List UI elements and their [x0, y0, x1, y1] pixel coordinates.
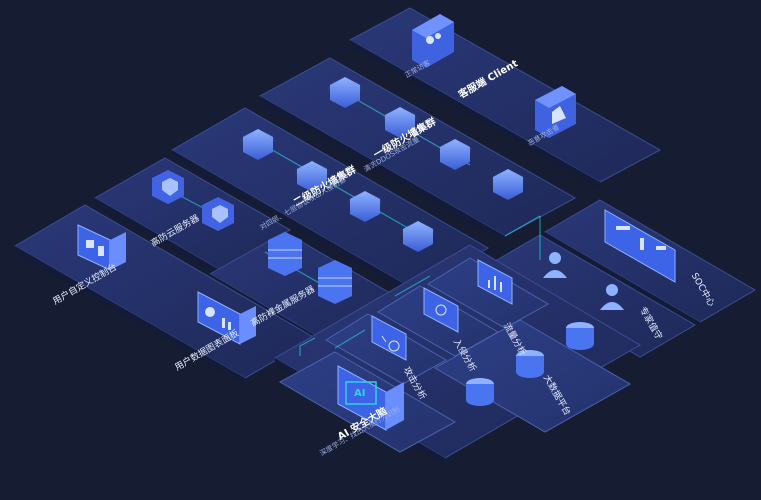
dashboard-screen-icon [197, 291, 256, 345]
malicious-attacker-icon [535, 86, 576, 138]
database-icon [466, 322, 594, 406]
server-stack-icon [268, 232, 352, 304]
experts-panel [484, 234, 696, 358]
console-screen-icon [77, 224, 126, 271]
firewall2-node-icons [240, 129, 436, 252]
expert-person-icon [543, 252, 624, 310]
intrusion-shield-icon [423, 287, 459, 333]
firewall1-node-icons [327, 77, 526, 200]
traffic-chart-icon [477, 259, 513, 305]
ai-badge: AI [354, 388, 366, 399]
normal-access-icon [412, 14, 454, 68]
shield-icon [152, 170, 234, 231]
ai-brain-icon [337, 365, 404, 431]
attack-check-icon [371, 315, 407, 361]
soc-screen-icon [604, 209, 676, 283]
